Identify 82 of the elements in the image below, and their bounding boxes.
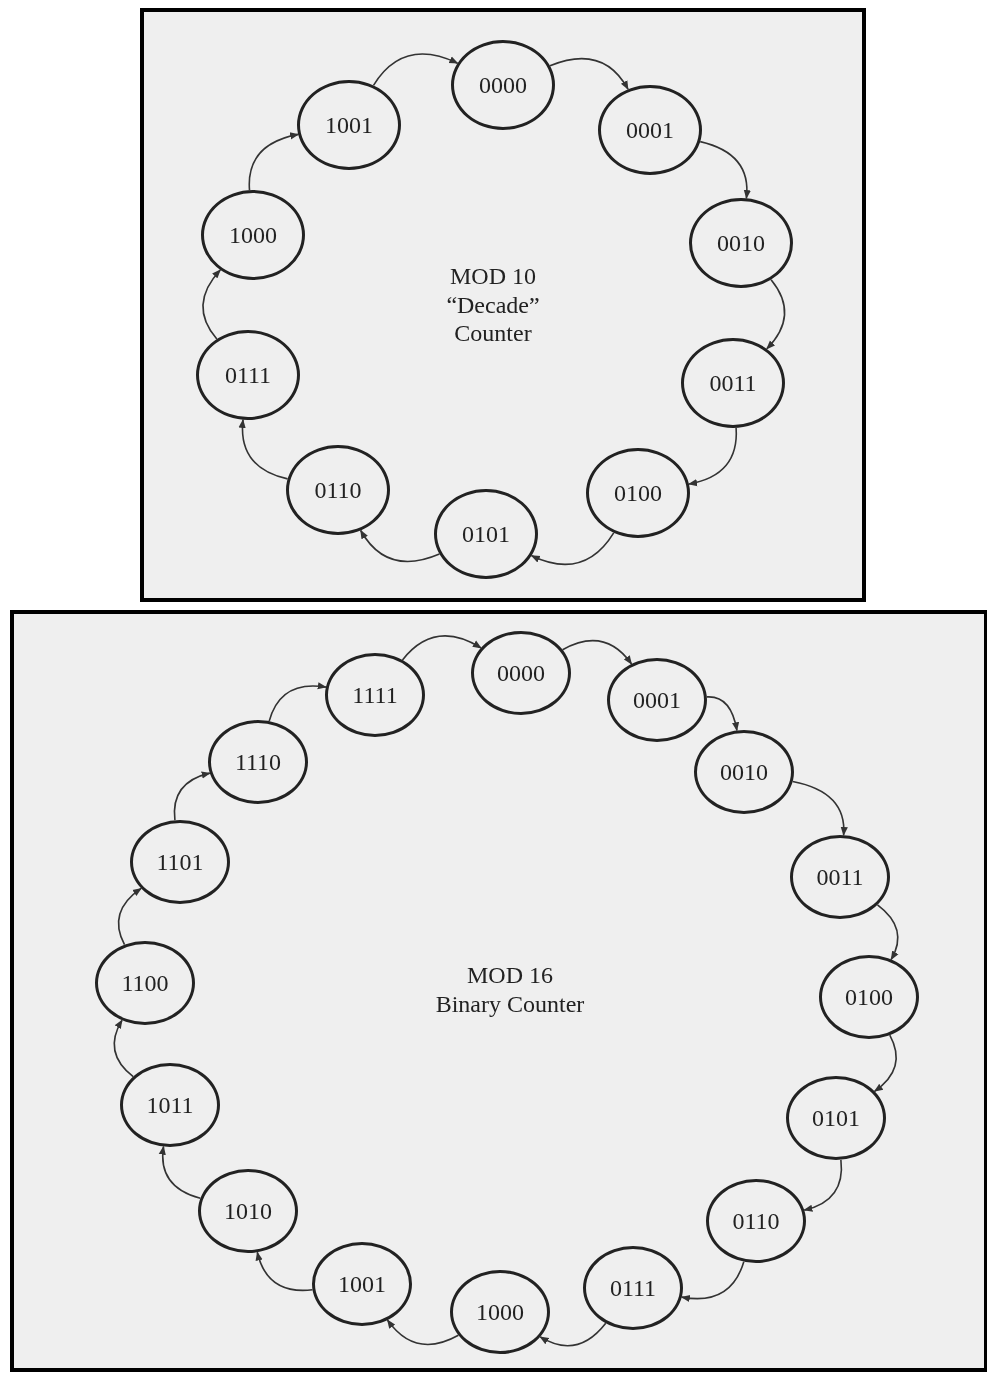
state-label: 1101 [156,848,204,876]
counter-title: MOD 16 Binary Counter [434,961,586,1019]
state-circle [198,1169,298,1253]
transition-arrow [202,269,222,340]
state-circle [689,198,793,288]
state-circle [583,1246,683,1330]
transition-arrow [530,532,615,566]
transition-arrow [256,1251,314,1292]
transition-arrow [372,53,459,87]
state-circle [201,190,305,280]
state-circle [694,730,794,814]
transition-arrow [248,132,300,191]
transition-arrow [561,639,633,665]
transition-arrow [359,529,441,563]
state-label: 0100 [614,479,662,507]
state-circle [130,820,230,904]
state-circle [598,85,702,175]
transition-arrow [699,140,751,200]
counter-title: MOD 10 “Decade” Counter [445,261,541,349]
state-label: 0011 [816,863,864,891]
state-circle [286,445,390,535]
state-circle [325,653,425,737]
state-circle [786,1076,886,1160]
state-circle [706,1179,806,1263]
state-circle [819,955,919,1039]
state-label: 0000 [497,659,545,687]
state-label: 1110 [234,748,282,776]
state-circle [471,631,571,715]
state-circle [208,720,308,804]
transition-arrow [173,771,211,821]
transition-arrow [873,1034,897,1093]
state-circle [312,1242,412,1326]
transition-arrow [706,696,739,732]
state-circle [586,448,690,538]
transition-arrow [401,635,482,661]
state-label: 1000 [229,221,277,249]
state-circle [297,80,401,170]
transition-arrow [238,418,289,480]
transition-arrow [386,1319,460,1346]
state-label: 0110 [314,476,362,504]
state-circle [681,338,785,428]
state-circle [450,1270,550,1354]
transition-arrow [803,1159,843,1212]
transition-arrow [549,57,629,90]
state-label: 0001 [633,686,681,714]
diagram-panel [10,610,987,1372]
state-label: 0000 [479,71,527,99]
state-label: 0010 [717,229,765,257]
transition-arrow [688,427,738,486]
diagram-panel [140,8,866,602]
state-label: 1111 [352,681,398,709]
state-label: 0101 [812,1104,860,1132]
transition-arrow [680,1260,745,1302]
state-label: 0111 [224,361,272,389]
state-label: 0111 [609,1274,657,1302]
state-label: 1100 [121,969,169,997]
transition-arrow [268,682,327,722]
state-label: 0100 [845,983,893,1011]
state-label: 1011 [146,1091,194,1119]
state-circle [120,1063,220,1147]
state-circle [196,330,300,420]
transition-arrow [539,1322,607,1347]
state-circle [607,658,707,742]
transition-arrow [117,887,142,946]
transition-arrow [791,780,848,836]
state-label: 0101 [462,520,510,548]
state-circle [434,489,538,579]
state-label: 0110 [732,1207,780,1235]
transition-arrow [159,1145,202,1200]
state-circle [790,835,890,919]
transition-arrow [766,278,786,350]
state-circle [95,941,195,1025]
state-label: 0011 [709,369,757,397]
transition-arrow [876,904,899,961]
state-label: 0001 [626,116,674,144]
state-label: 1010 [224,1197,272,1225]
state-label: 0010 [720,758,768,786]
state-label: 1001 [325,111,373,139]
state-circle [451,40,555,130]
state-label: 1000 [476,1298,524,1326]
state-label: 1001 [338,1270,386,1298]
transition-arrow [113,1019,134,1078]
